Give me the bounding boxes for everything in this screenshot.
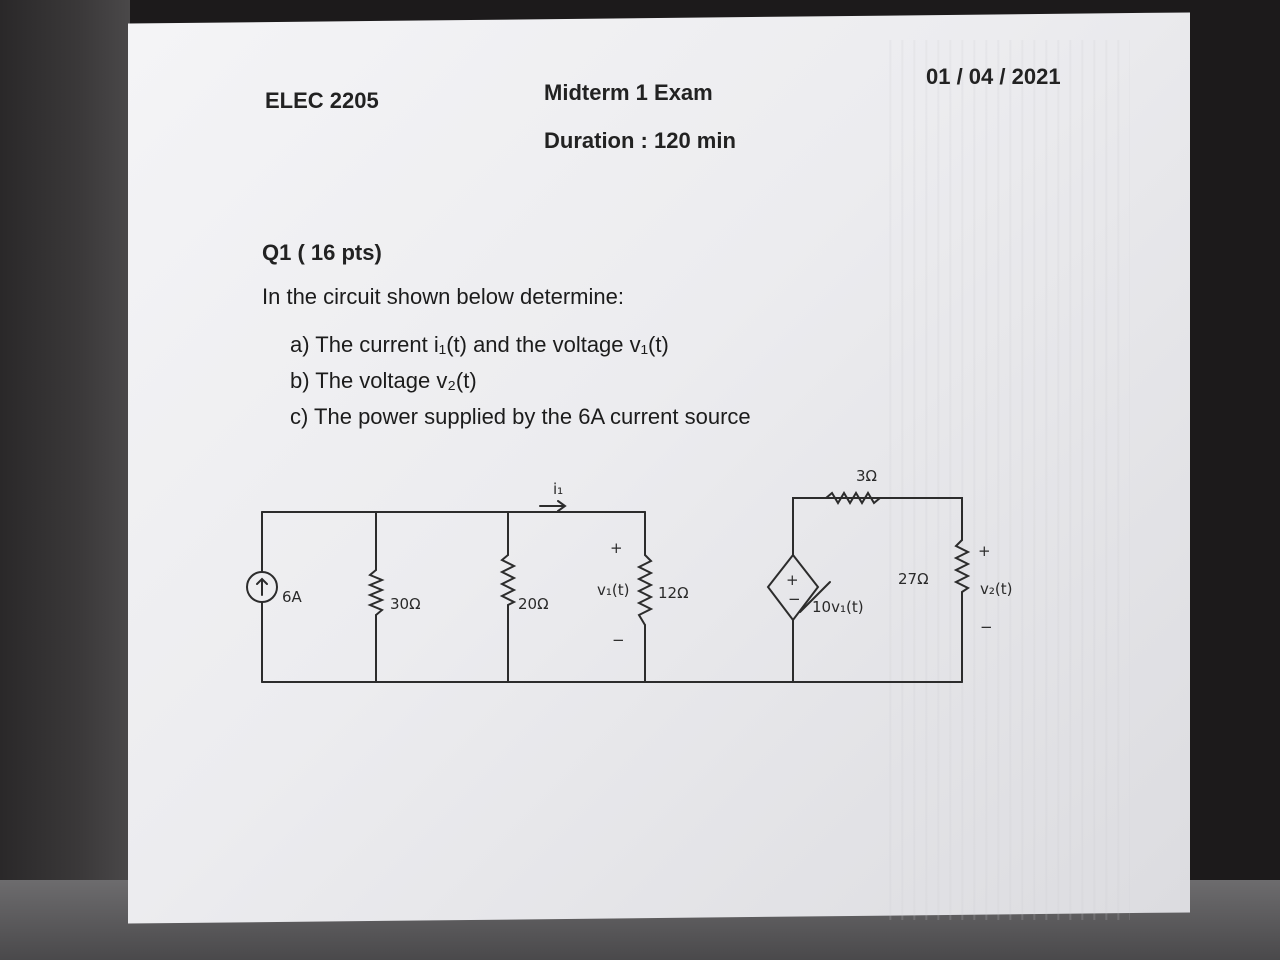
question-part-c: c) The power supplied by the 6A current … — [290, 404, 751, 429]
exam-title: Midterm 1 Exam — [544, 80, 713, 105]
label-6a: 6A — [282, 588, 303, 606]
resistor-12 — [636, 554, 654, 626]
label-v2-plus: + — [978, 542, 991, 560]
label-20ohm: 20Ω — [518, 595, 549, 613]
label-dep-minus: − — [788, 590, 801, 608]
question-title: Q1 ( 16 pts) — [262, 240, 382, 265]
label-3ohm: 3Ω — [856, 467, 877, 485]
resistor-3 — [825, 491, 881, 505]
course-code: ELEC 2205 — [265, 88, 379, 113]
background-left — [0, 0, 130, 960]
label-v1: v₁(t) — [597, 581, 629, 599]
dep-source-tick — [799, 581, 831, 613]
resistor-27 — [953, 539, 971, 593]
question-intro: In the circuit shown below determine: — [262, 284, 624, 309]
question-part-b: b) The voltage v₂(t) — [290, 368, 477, 393]
exam-date: 01 / 04 / 2021 — [926, 64, 1061, 89]
screen-moire — [880, 40, 1130, 920]
dependent-source-symbol — [766, 553, 820, 622]
label-v1-minus: − — [612, 631, 625, 649]
label-dep-plus: + — [786, 571, 799, 589]
label-dep-source: 10v₁(t) — [812, 598, 864, 616]
resistor-20 — [499, 554, 517, 606]
top-wire-right — [792, 497, 963, 513]
resistor-30 — [367, 569, 385, 616]
label-27ohm: 27Ω — [898, 570, 929, 588]
label-v2: v₂(t) — [980, 580, 1012, 598]
exam-duration: Duration : 120 min — [544, 128, 736, 153]
label-v2-minus: − — [980, 618, 993, 636]
label-12ohm: 12Ω — [658, 584, 689, 602]
current-source-symbol — [246, 571, 278, 603]
arrow-up-icon — [256, 577, 268, 596]
label-i1: i₁ — [553, 480, 563, 498]
question-parts: a) The current i₁(t) and the voltage v₁(… — [290, 332, 751, 440]
label-v1-plus: + — [610, 539, 623, 557]
question-part-a: a) The current i₁(t) and the voltage v₁(… — [290, 332, 669, 357]
current-arrow-icon — [539, 500, 567, 512]
label-30ohm: 30Ω — [390, 595, 421, 613]
